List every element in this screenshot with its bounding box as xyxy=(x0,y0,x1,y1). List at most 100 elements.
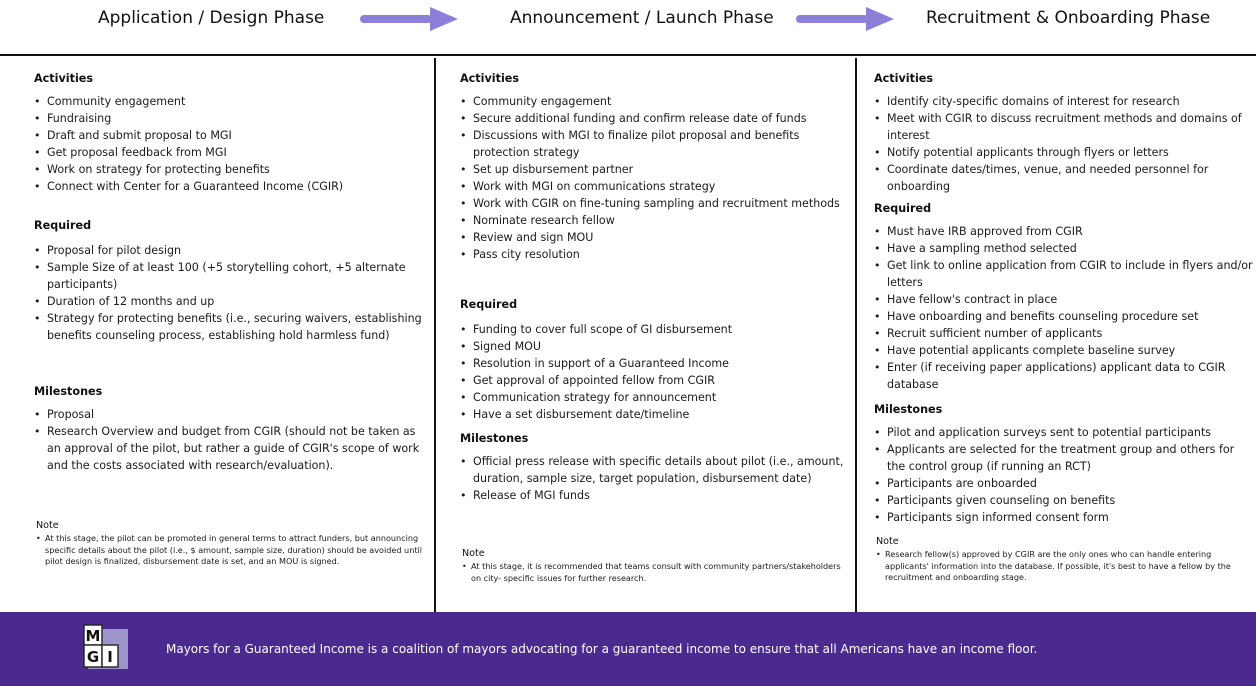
list-item: Proposal xyxy=(34,406,430,423)
list-item: Must have IRB approved from CGIR xyxy=(874,223,1254,240)
list-item: Work with CGIR on fine-tuning sampling a… xyxy=(460,195,852,212)
note-section: Note At this stage, the pilot can be pro… xyxy=(34,520,430,568)
milestones-section: Milestones Pilot and application surveys… xyxy=(874,403,1254,526)
phase-column-announcement: Activities Community engagement Secure a… xyxy=(460,58,852,610)
list-item: Community engagement xyxy=(460,93,852,110)
activities-section: Activities Community engagement Secure a… xyxy=(460,72,852,263)
activities-section: Activities Community engagement Fundrais… xyxy=(34,72,430,195)
section-heading: Activities xyxy=(874,72,934,85)
section-heading: Activities xyxy=(460,72,520,85)
right-arrow-icon xyxy=(360,7,458,31)
list-item: Strategy for protecting benefits (i.e., … xyxy=(34,310,430,344)
section-heading: Required xyxy=(874,202,932,215)
phase-header: Application / Design Phase Announcement … xyxy=(0,0,1256,54)
note-section: Note At this stage, it is recommended th… xyxy=(460,548,852,584)
logo-letter: G xyxy=(87,648,99,666)
activities-list: Community engagement Secure additional f… xyxy=(460,93,852,263)
list-item: Meet with CGIR to discuss recruitment me… xyxy=(874,110,1254,144)
phase-column-recruitment: Activities Identify city-specific domain… xyxy=(874,58,1254,610)
required-list: Must have IRB approved from CGIR Have a … xyxy=(874,223,1254,393)
list-item: Review and sign MOU xyxy=(460,229,852,246)
list-item: Nominate research fellow xyxy=(460,212,852,229)
logo-letter: I xyxy=(107,648,113,666)
list-item: Participants are onboarded xyxy=(874,475,1254,492)
required-section: Required Funding to cover full scope of … xyxy=(460,298,852,423)
list-item: Get proposal feedback from MGI xyxy=(34,144,430,161)
list-item: Official press release with specific det… xyxy=(460,453,852,487)
list-item: Sample Size of at least 100 (+5 storytel… xyxy=(34,259,430,293)
list-item: Signed MOU xyxy=(460,338,852,355)
section-heading: Milestones xyxy=(460,432,529,445)
mgi-logo-icon: M G I xyxy=(83,624,128,669)
note-heading: Note xyxy=(462,548,485,559)
note-text: At this stage, it is recommended that te… xyxy=(462,561,852,584)
list-item: Fundraising xyxy=(34,110,430,127)
note-heading: Note xyxy=(876,536,899,547)
phase-title-announcement: Announcement / Launch Phase xyxy=(510,8,774,28)
right-arrow-icon xyxy=(796,7,894,31)
list-item: Funding to cover full scope of GI disbur… xyxy=(460,321,852,338)
list-item: Participants given counseling on benefit… xyxy=(874,492,1254,509)
list-item: Notify potential applicants through flye… xyxy=(874,144,1254,161)
required-list: Proposal for pilot design Sample Size of… xyxy=(34,242,430,344)
phase-title-application: Application / Design Phase xyxy=(98,8,325,28)
required-section: Required Proposal for pilot design Sampl… xyxy=(34,219,430,344)
milestones-section: Milestones Proposal Research Overview an… xyxy=(34,385,430,474)
section-heading: Milestones xyxy=(874,403,943,416)
note-list: At this stage, it is recommended that te… xyxy=(460,561,852,584)
note-section: Note Research fellow(s) approved by CGIR… xyxy=(874,536,1254,584)
header-divider xyxy=(0,54,1256,56)
note-heading: Note xyxy=(36,520,59,531)
list-item: Release of MGI funds xyxy=(460,487,852,504)
list-item: Have a set disbursement date/timeline xyxy=(460,406,852,423)
list-item: Connect with Center for a Guaranteed Inc… xyxy=(34,178,430,195)
footer-tagline: Mayors for a Guaranteed Income is a coal… xyxy=(166,642,1038,656)
list-item: Have potential applicants complete basel… xyxy=(874,342,1254,359)
list-item: Work with MGI on communications strategy xyxy=(460,178,852,195)
list-item: Identify city-specific domains of intere… xyxy=(874,93,1254,110)
list-item: Secure additional funding and confirm re… xyxy=(460,110,852,127)
list-item: Have a sampling method selected xyxy=(874,240,1254,257)
note-list: At this stage, the pilot can be promoted… xyxy=(34,533,430,568)
list-item: Communication strategy for announcement xyxy=(460,389,852,406)
logo-letter: M xyxy=(86,627,101,645)
required-list: Funding to cover full scope of GI disbur… xyxy=(460,321,852,423)
column-divider xyxy=(434,58,436,612)
list-item: Applicants are selected for the treatmen… xyxy=(874,441,1254,475)
footer-banner: M G I Mayors for a Guaranteed Income is … xyxy=(0,612,1256,686)
phase-column-application: Activities Community engagement Fundrais… xyxy=(34,58,430,610)
list-item: Duration of 12 months and up xyxy=(34,293,430,310)
note-list: Research fellow(s) approved by CGIR are … xyxy=(874,549,1254,584)
list-item: Participants sign informed consent form xyxy=(874,509,1254,526)
note-text: Research fellow(s) approved by CGIR are … xyxy=(876,549,1254,584)
list-item: Resolution in support of a Guaranteed In… xyxy=(460,355,852,372)
milestones-list: Official press release with specific det… xyxy=(460,453,852,504)
list-item: Proposal for pilot design xyxy=(34,242,430,259)
activities-list: Community engagement Fundraising Draft a… xyxy=(34,93,430,195)
section-heading: Activities xyxy=(34,72,94,85)
list-item: Enter (if receiving paper applications) … xyxy=(874,359,1254,393)
list-item: Pass city resolution xyxy=(460,246,852,263)
milestones-list: Pilot and application surveys sent to po… xyxy=(874,424,1254,526)
list-item: Discussions with MGI to finalize pilot p… xyxy=(460,127,852,161)
list-item: Coordinate dates/times, venue, and neede… xyxy=(874,161,1254,195)
list-item: Work on strategy for protecting benefits xyxy=(34,161,430,178)
required-section: Required Must have IRB approved from CGI… xyxy=(874,202,1254,393)
list-item: Get approval of appointed fellow from CG… xyxy=(460,372,852,389)
list-item: Community engagement xyxy=(34,93,430,110)
column-divider xyxy=(855,58,857,612)
list-item: Draft and submit proposal to MGI xyxy=(34,127,430,144)
list-item: Get link to online application from CGIR… xyxy=(874,257,1254,291)
section-heading: Required xyxy=(460,298,518,311)
activities-list: Identify city-specific domains of intere… xyxy=(874,93,1254,195)
list-item: Set up disbursement partner xyxy=(460,161,852,178)
list-item: Recruit sufficient number of applicants xyxy=(874,325,1254,342)
note-text: At this stage, the pilot can be promoted… xyxy=(36,533,430,568)
milestones-section: Milestones Official press release with s… xyxy=(460,432,852,504)
milestones-list: Proposal Research Overview and budget fr… xyxy=(34,406,430,474)
list-item: Pilot and application surveys sent to po… xyxy=(874,424,1254,441)
phase-title-recruitment: Recruitment & Onboarding Phase xyxy=(926,8,1211,28)
activities-section: Activities Identify city-specific domain… xyxy=(874,72,1254,195)
section-heading: Milestones xyxy=(34,385,103,398)
list-item: Have onboarding and benefits counseling … xyxy=(874,308,1254,325)
